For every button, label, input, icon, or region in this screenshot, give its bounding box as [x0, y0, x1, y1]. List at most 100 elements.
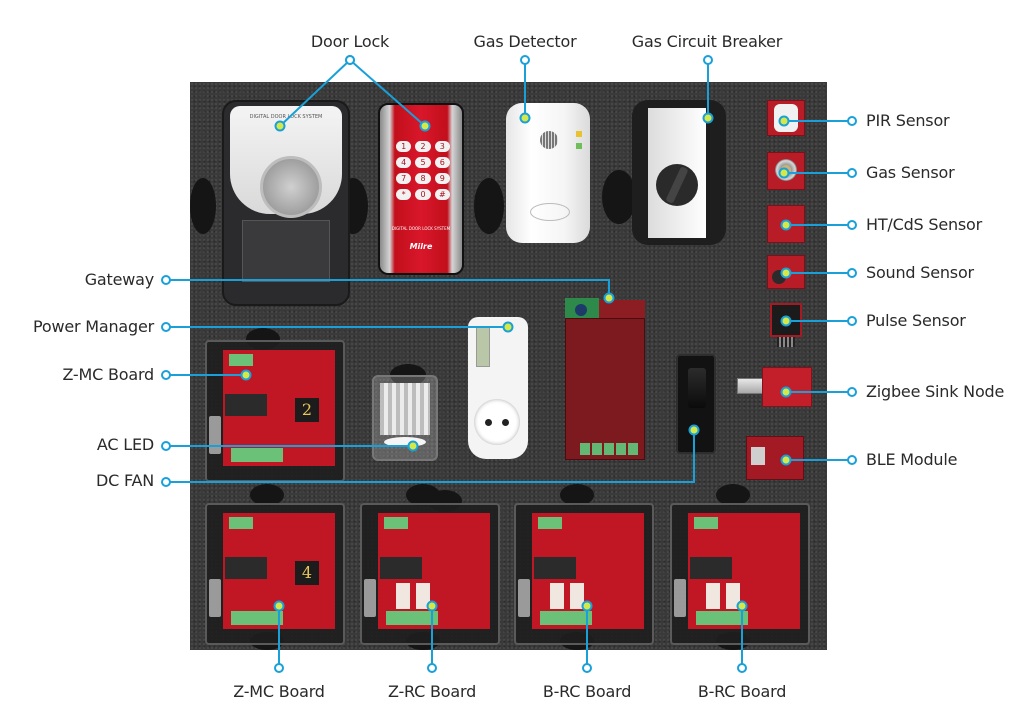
label-gateway: Gateway: [84, 270, 154, 289]
keypad-caption: DIGITAL DOOR LOCK SYSTEM: [391, 226, 451, 231]
leader-zigbee-sink-node-anchor-ring: [847, 387, 857, 397]
leader-door-lock-b-anchor-ring: [345, 55, 355, 65]
status-leds: [576, 131, 582, 153]
door-lock-knob: [260, 156, 322, 218]
keypad-key: #: [434, 189, 450, 200]
gas-detector-device: [506, 103, 590, 243]
keypad-key: 8: [415, 173, 431, 184]
label-b-rc-board-2: B-RC Board: [697, 682, 787, 701]
label-ac-led: AC LED: [96, 435, 154, 454]
door-lock-keypad-unit: 1 2 3 4 5 6 7 8 9 * 0 # DIGITAL DOOR LOC…: [378, 103, 464, 275]
leader-dc-fan-anchor-ring: [161, 477, 171, 487]
power-socket-icon: [474, 399, 520, 445]
pir-sensor-module: [767, 100, 805, 136]
label-gas-circuit-breaker: Gas Circuit Breaker: [631, 32, 783, 51]
relay-block: [534, 557, 576, 579]
door-lock-caption: DIGITAL DOOR LOCK SYSTEM: [249, 114, 323, 120]
relay-block: [690, 557, 732, 579]
relays: [396, 583, 432, 609]
terminal-block: [386, 611, 438, 625]
gateway-board: [565, 318, 645, 460]
gas-detector-badge: [530, 203, 570, 221]
label-z-rc-board: Z-RC Board: [387, 682, 477, 701]
serial-connector: [674, 579, 686, 617]
z-mc-board-device: 2: [205, 340, 345, 482]
label-gas-sensor: Gas Sensor: [866, 163, 955, 182]
speaker-grill-icon: [540, 131, 558, 149]
leader-gas-circuit-breaker-anchor-ring: [703, 55, 713, 65]
foam-cutout: [716, 484, 750, 506]
foam-cutout: [560, 484, 594, 506]
pulse-sensor-module: [770, 303, 802, 337]
door-lock-indoor-unit: DIGITAL DOOR LOCK SYSTEM: [222, 100, 350, 306]
terminal-block: [231, 448, 283, 462]
keypad-key: 6: [434, 157, 450, 168]
terminal-block: [696, 611, 748, 625]
keypad-key: 9: [434, 173, 450, 184]
leader-z-mc-board-anchor-ring: [161, 370, 171, 380]
valve-dial: [656, 164, 698, 206]
door-lock-info-plate: [242, 220, 330, 282]
label-door-lock: Door Lock: [310, 32, 390, 51]
leader-pir-sensor-anchor-ring: [847, 116, 857, 126]
keypad-key: 7: [396, 173, 412, 184]
terminal-block: [231, 611, 283, 625]
keypad-key: *: [396, 189, 412, 200]
leader-gateway-anchor-ring: [161, 275, 171, 285]
relay-block: [225, 394, 267, 416]
relay-block: [225, 557, 267, 579]
relays: [550, 583, 586, 609]
power-manager-device: [468, 317, 528, 459]
leader-z-rc-board-anchor-ring: [427, 663, 437, 673]
lcd-display: [476, 327, 490, 367]
usb-connector-icon: [737, 378, 763, 394]
leader-z-mc-board-bottom-anchor-ring: [274, 663, 284, 673]
label-ht-cds-sensor: HT/CdS Sensor: [866, 215, 983, 234]
leader-door-lock-a-anchor-ring: [345, 55, 355, 65]
foam-cutout: [602, 170, 636, 224]
serial-connector: [518, 579, 530, 617]
label-dc-fan: DC FAN: [95, 471, 154, 490]
keypad-key: 4: [396, 157, 412, 168]
ble-module-board: [746, 436, 804, 480]
label-z-mc-board: Z-MC Board: [62, 365, 154, 384]
label-gas-detector: Gas Detector: [473, 32, 577, 51]
pulse-sensor-pins: [777, 337, 795, 347]
door-lock-faceplate: DIGITAL DOOR LOCK SYSTEM: [230, 106, 342, 218]
label-z-mc-board-bottom: Z-MC Board: [233, 682, 325, 701]
ac-led-device: [372, 375, 438, 461]
keypad-brand-logo: Milre: [409, 242, 433, 251]
leader-ht-cds-sensor-anchor-ring: [847, 220, 857, 230]
terminal-block: [229, 354, 253, 366]
gpio-header: [599, 300, 645, 320]
gas-circuit-breaker-device: [632, 100, 726, 245]
leader-ble-module-anchor-ring: [847, 455, 857, 465]
dc-fan-device: [676, 354, 716, 454]
terminal-block: [694, 517, 718, 529]
label-ble-module: BLE Module: [866, 450, 958, 469]
label-zigbee-sink-node: Zigbee Sink Node: [866, 382, 1005, 401]
keypad-key: 5: [415, 157, 431, 168]
terminal-block: [580, 443, 640, 455]
terminal-block: [229, 517, 253, 529]
foam-cutout: [406, 484, 440, 506]
serial-connector: [364, 579, 376, 617]
breaker-faceplate: [648, 108, 706, 238]
sound-sensor-module: [767, 255, 805, 289]
keypad-key: 3: [434, 141, 450, 152]
relays: [706, 583, 742, 609]
keypad-key: 1: [396, 141, 412, 152]
leader-pulse-sensor-anchor-ring: [847, 316, 857, 326]
label-sound-sensor: Sound Sensor: [866, 263, 974, 282]
terminal-block: [540, 611, 592, 625]
relay-block: [380, 557, 422, 579]
mcu-chip: 2: [295, 398, 319, 422]
label-pulse-sensor: Pulse Sensor: [866, 311, 966, 330]
keypad-key: 0: [415, 189, 431, 200]
foam-cutout: [474, 178, 504, 234]
b-rc-board-device: [514, 503, 654, 645]
door-lock-keypad: 1 2 3 4 5 6 7 8 9 * 0 #: [396, 141, 450, 200]
ht-cds-sensor-module: [767, 205, 805, 243]
leader-b-rc-board-2-anchor-ring: [737, 663, 747, 673]
b-rc-board-device: [670, 503, 810, 645]
